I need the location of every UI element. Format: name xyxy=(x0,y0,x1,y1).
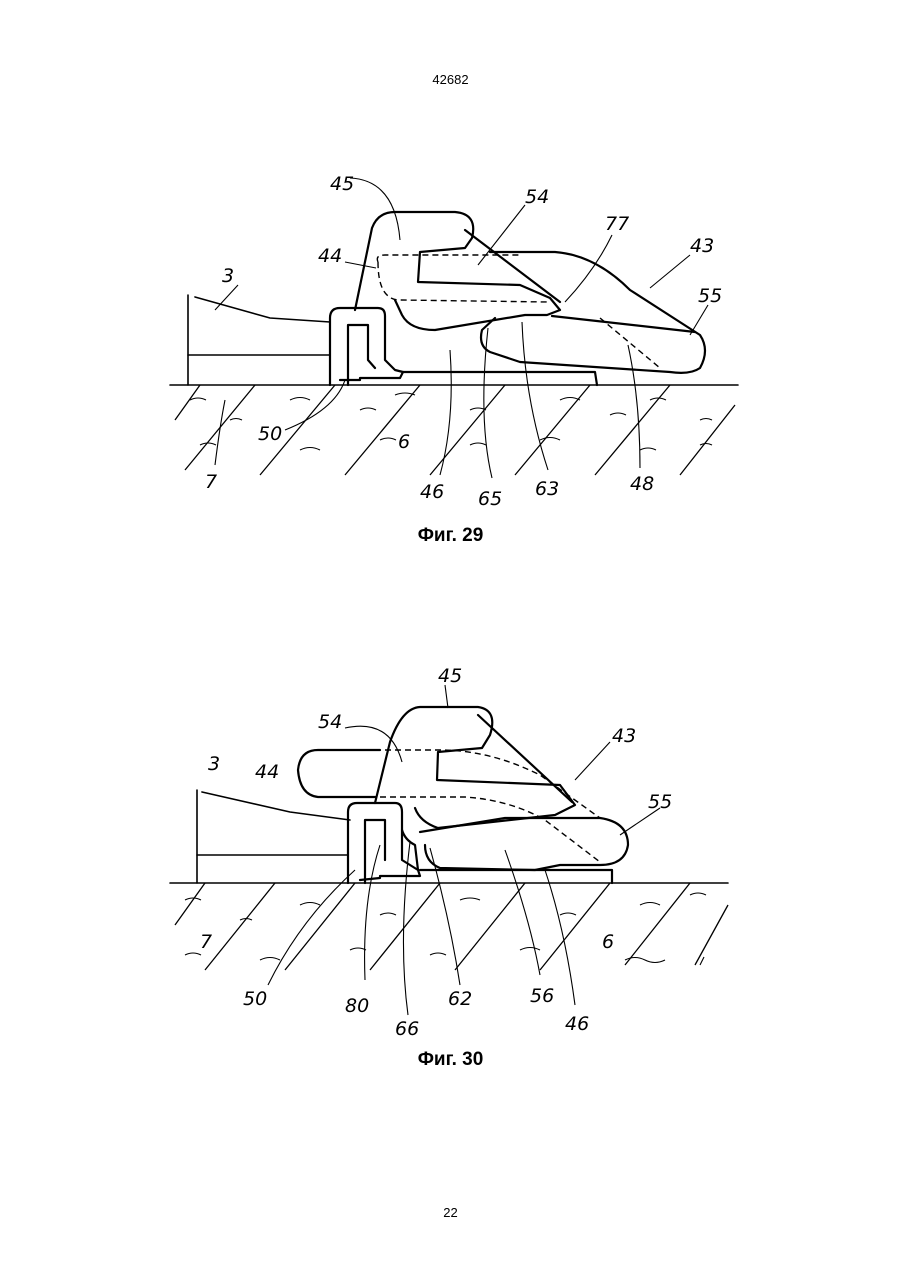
label-6: 6 xyxy=(398,431,410,453)
label-54: 54 xyxy=(318,711,342,733)
lever-43-edge xyxy=(465,230,560,302)
label-55: 55 xyxy=(698,285,722,307)
knob-44 xyxy=(298,750,380,797)
body-45 xyxy=(355,212,560,330)
label-45: 45 xyxy=(438,665,462,687)
label-50: 50 xyxy=(243,988,267,1010)
ground-hatching xyxy=(175,883,728,970)
label-7: 7 xyxy=(205,471,217,493)
label-66: 66 xyxy=(395,1018,419,1040)
body-56 xyxy=(420,818,628,870)
lever-43-edge xyxy=(478,715,572,802)
hidden-55 xyxy=(380,797,600,862)
clip-50-inner xyxy=(348,325,375,385)
clip-50 xyxy=(330,308,403,385)
leader-lines xyxy=(215,178,708,478)
label-44: 44 xyxy=(255,761,279,783)
label-43: 43 xyxy=(690,235,714,257)
label-56: 56 xyxy=(530,985,554,1007)
label-50: 50 xyxy=(258,423,282,445)
label-77: 77 xyxy=(605,213,629,235)
label-6: 6 xyxy=(602,931,614,953)
label-80: 80 xyxy=(345,995,369,1017)
label-65: 65 xyxy=(478,488,502,510)
hidden-44 xyxy=(377,255,548,302)
figure-30-caption: Фиг. 30 xyxy=(0,1049,901,1071)
label-62: 62 xyxy=(448,988,472,1010)
label-63: 63 xyxy=(535,478,559,500)
document-number: 42682 xyxy=(0,72,901,87)
figure-29-drawing: 45 54 77 43 44 3 55 50 6 7 46 65 63 48 xyxy=(0,160,901,520)
body-45 xyxy=(375,707,575,828)
clip-50-inner xyxy=(365,820,385,883)
label-43: 43 xyxy=(612,725,636,747)
label-44: 44 xyxy=(318,245,342,267)
page-number: 22 xyxy=(0,1205,901,1220)
ground-texture xyxy=(185,893,706,965)
figure-29-caption: Фиг. 29 xyxy=(0,525,901,547)
figure-30-drawing: 45 54 43 3 44 55 7 6 50 80 66 62 56 46 xyxy=(0,650,901,1045)
label-46: 46 xyxy=(565,1013,589,1035)
label-48: 48 xyxy=(630,473,654,495)
label-3: 3 xyxy=(208,753,220,775)
leader-lines xyxy=(268,685,660,1015)
label-46: 46 xyxy=(420,481,444,503)
label-3: 3 xyxy=(222,265,234,287)
label-45: 45 xyxy=(330,173,354,195)
label-7: 7 xyxy=(200,931,212,953)
base-46 xyxy=(403,372,597,385)
label-54: 54 xyxy=(525,186,549,208)
label-55: 55 xyxy=(648,791,672,813)
